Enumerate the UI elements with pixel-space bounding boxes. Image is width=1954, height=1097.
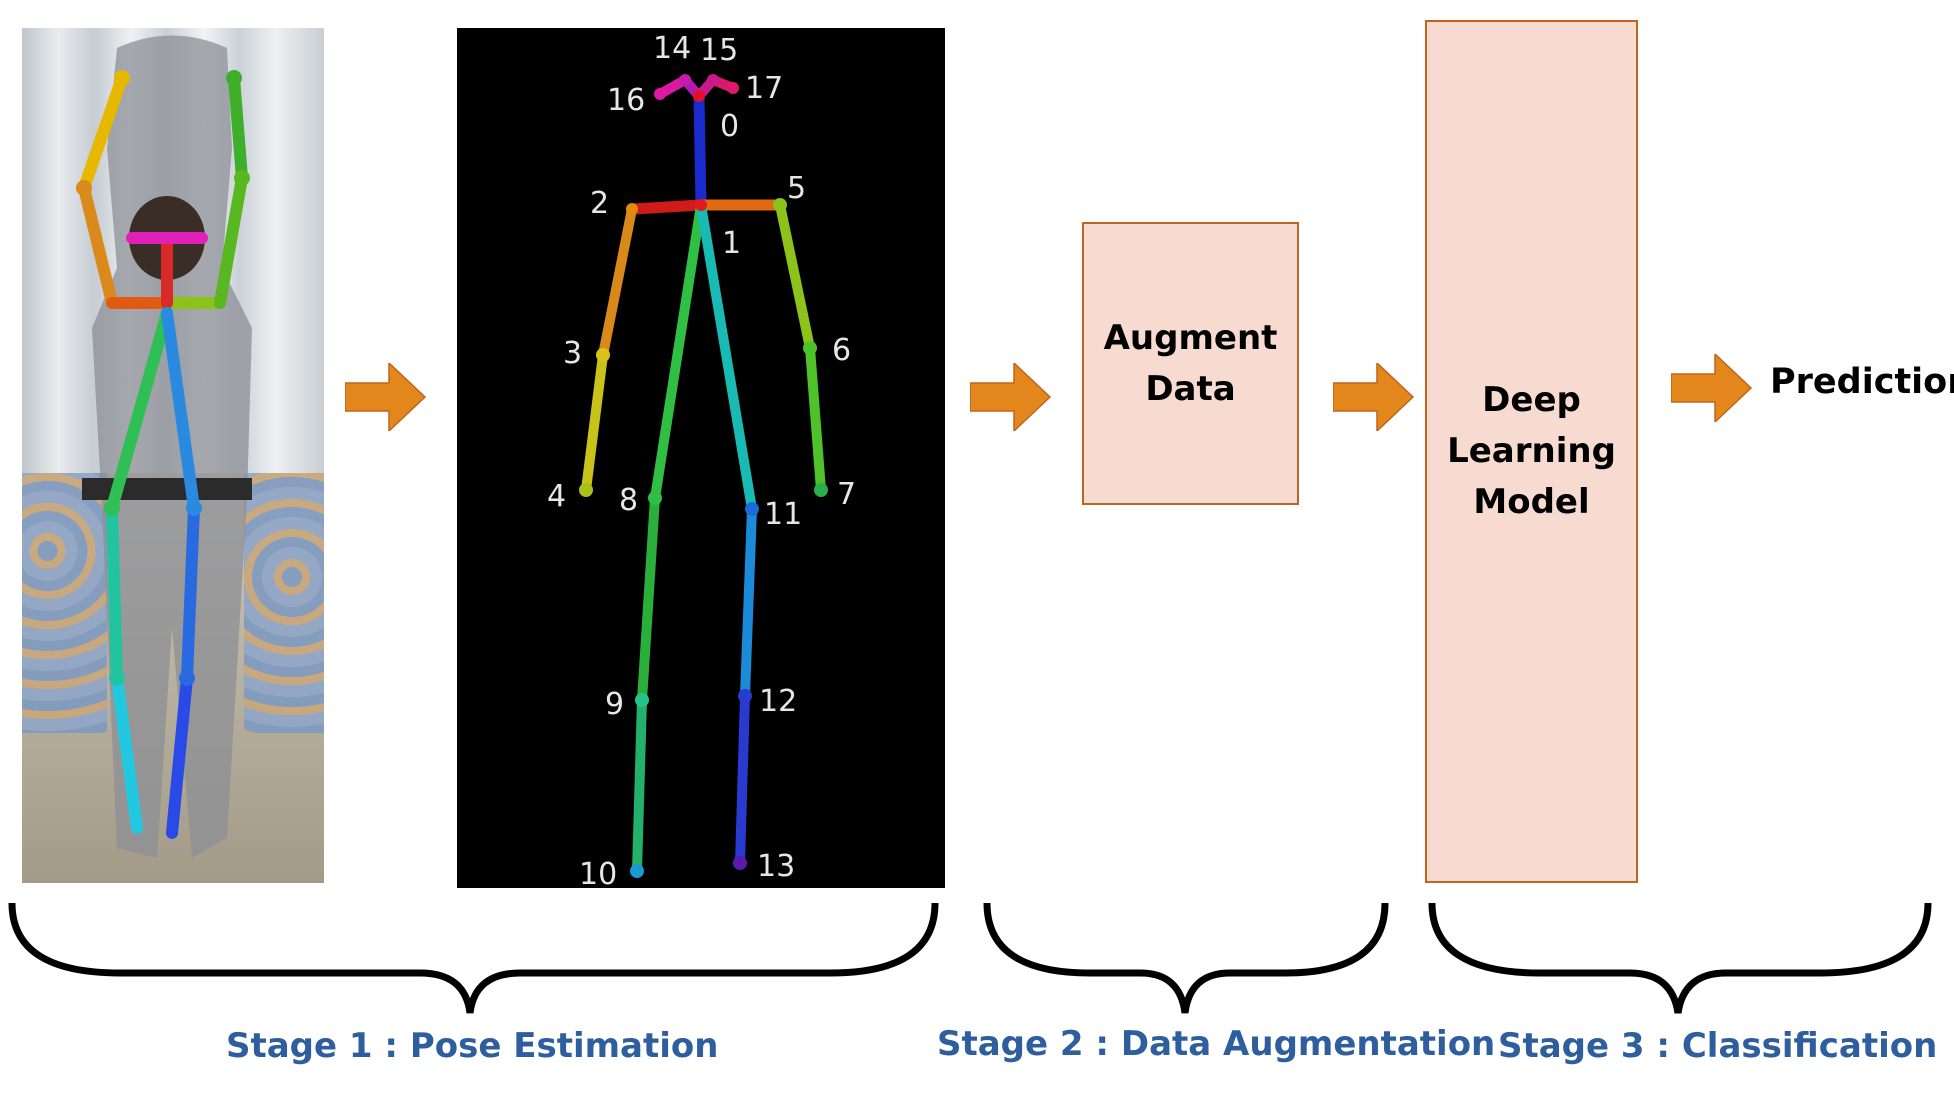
keypoint-label: 4 [547, 479, 566, 514]
skeleton-keypoints: 0 1 2 3 4 5 6 7 8 9 10 11 12 13 14 15 16… [457, 28, 945, 888]
arrow-icon [1671, 354, 1753, 422]
stage-3-label: Stage 3 : Classification [1498, 1026, 1938, 1066]
keypoint-label: 13 [757, 849, 795, 884]
keypoint-label: 5 [787, 171, 806, 206]
keypoint-label: 0 [720, 109, 739, 144]
keypoint-label: 17 [745, 71, 783, 106]
keypoint-label: 3 [563, 336, 582, 371]
keypoint-label: 1 [722, 226, 741, 261]
brace-stage-3 [1428, 902, 1932, 1014]
stage-2-label: Stage 2 : Data Augmentation [937, 1024, 1496, 1064]
arrow-icon [1333, 363, 1415, 431]
keypoint-label: 16 [607, 83, 645, 118]
prediction-label: Prediction [1770, 362, 1954, 402]
brace-stage-2 [983, 902, 1389, 1014]
keypoint-label: 12 [759, 684, 797, 719]
keypoint-label: 15 [700, 33, 738, 68]
stage-braces [8, 902, 1932, 1014]
person-with-pose-overlay [76, 35, 252, 858]
pose-photo [22, 28, 324, 883]
keypoint-label: 9 [605, 687, 624, 722]
photo-bed-right [244, 473, 324, 733]
keypoint-label: 11 [764, 497, 802, 532]
keypoint-label: 8 [619, 483, 638, 518]
arrow-icon [345, 363, 427, 431]
photo-bed-left [22, 473, 107, 733]
keypoint-label: 6 [832, 333, 851, 368]
keypoint-label: 10 [579, 857, 617, 888]
augment-data-label: Augment Data [1103, 317, 1278, 409]
deep-learning-model-label: Deep Learning Model [1447, 380, 1616, 522]
keypoint-label: 2 [590, 186, 609, 221]
brace-stage-1 [8, 902, 939, 1014]
stage-1-label: Stage 1 : Pose Estimation [226, 1026, 719, 1066]
keypoint-label: 7 [837, 477, 856, 512]
augment-data-box: Augment Data [1082, 222, 1299, 505]
deep-learning-model-box: Deep Learning Model [1425, 20, 1638, 883]
arrow-icon [970, 363, 1052, 431]
keypoint-label: 14 [653, 31, 691, 66]
